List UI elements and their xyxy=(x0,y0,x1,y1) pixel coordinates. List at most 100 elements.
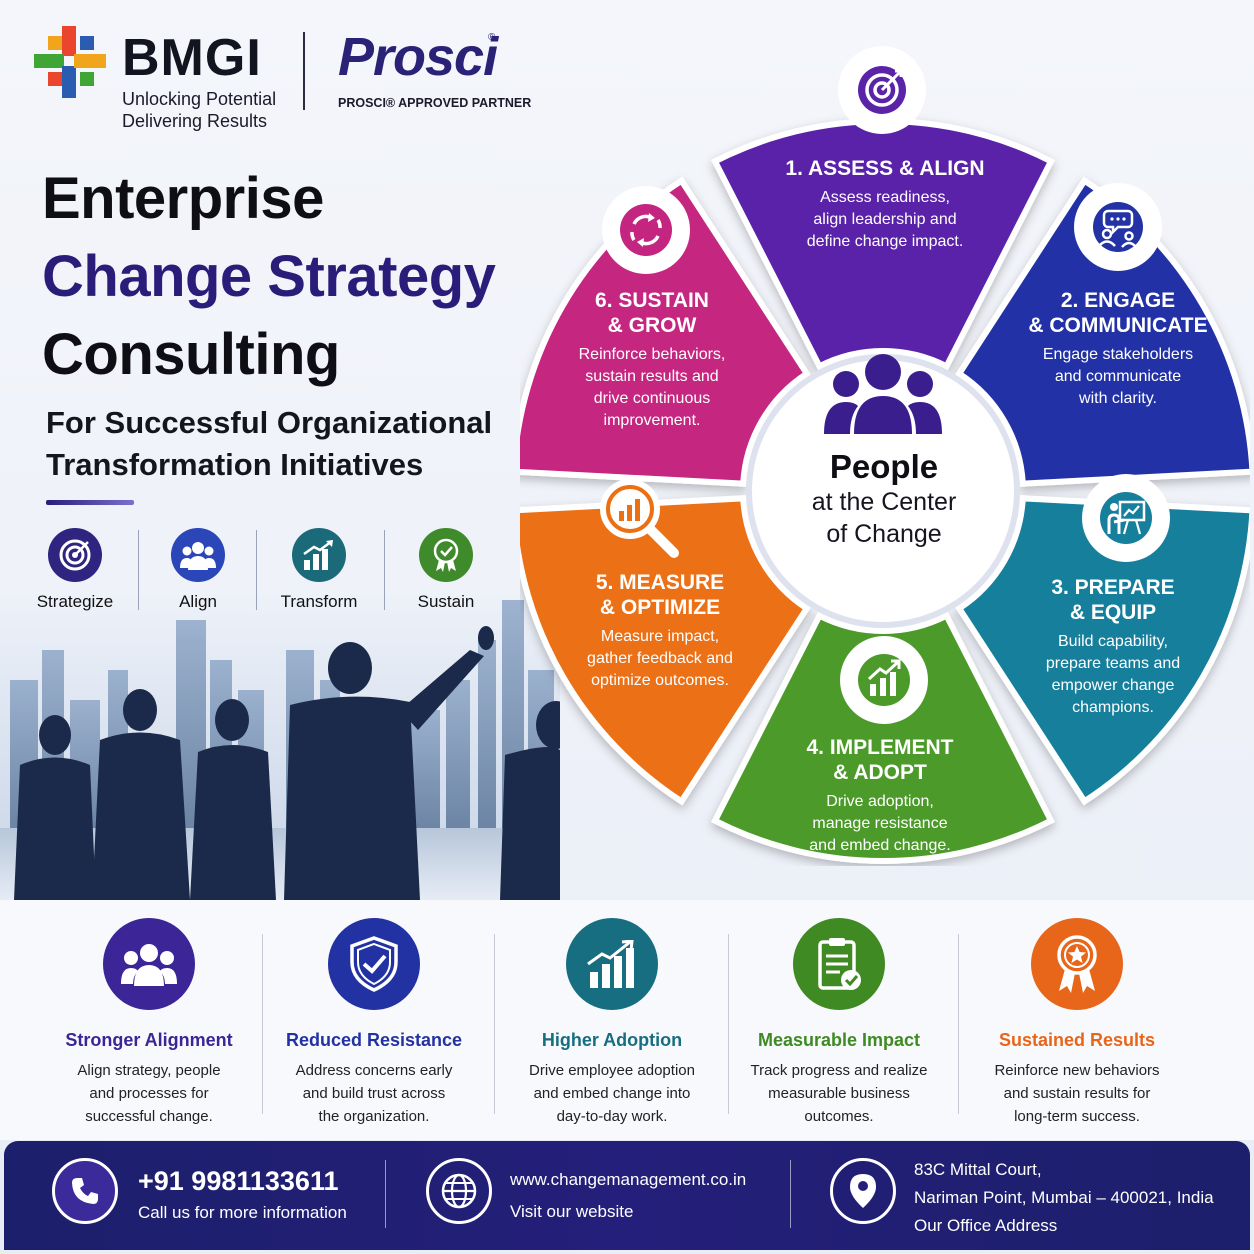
pillar-transform: Transform xyxy=(264,528,374,612)
segment-desc-line: sustain results and xyxy=(585,368,719,385)
segment-1-assess-align: 1. ASSESS & ALIGN Assess readiness, alig… xyxy=(780,156,990,253)
website-link[interactable]: www.changemanagement.co.in xyxy=(510,1170,747,1189)
benefit-reduced-resistance: Reduced Resistance Address concerns earl… xyxy=(259,918,489,1128)
globe-icon[interactable] xyxy=(426,1158,492,1224)
segment-title: 5. MEASURE xyxy=(595,571,725,594)
segment-4-implement-adopt: 4. IMPLEMENT & ADOPT Drive adoption, man… xyxy=(778,735,982,857)
segment-description: Engage stakeholders and communicate with… xyxy=(1008,344,1228,410)
segment-title: 3. PREPARE xyxy=(1051,576,1175,599)
phone-caption: Call us for more information xyxy=(138,1203,347,1222)
pillar-label: Transform xyxy=(280,592,358,611)
segment-5-measure-optimize: 5. MEASURE & OPTIMIZE Measure impact, ga… xyxy=(560,570,760,692)
bmgi-tagline: Unlocking Potential Delivering Results xyxy=(122,88,276,132)
segment-desc-line: gather feedback and xyxy=(587,650,733,667)
segment-title: & OPTIMIZE xyxy=(599,596,721,619)
wheel-segment-4 xyxy=(710,611,1056,864)
benefit-desc-line: and sustain results for xyxy=(1003,1085,1151,1102)
segment-desc-line: manage resistance xyxy=(812,815,948,832)
pillar-label: Strategize xyxy=(36,592,114,611)
benefit-desc-line: long-term success. xyxy=(1014,1108,1140,1125)
pillar-divider xyxy=(138,530,139,610)
website-contact[interactable]: www.changemanagement.co.in Visit our web… xyxy=(510,1170,746,1222)
segment-desc-line: align leadership and xyxy=(813,211,957,228)
bmgi-brand-name: BMGI xyxy=(122,29,262,87)
benefit-title: Sustained Results xyxy=(998,1030,1156,1050)
title-underline xyxy=(46,500,134,505)
segment-description: Reinforce behaviors, sustain results and… xyxy=(556,344,748,432)
hero-title-line-1: Enterprise xyxy=(42,166,324,231)
location-pin-icon[interactable] xyxy=(830,1158,896,1224)
benefit-higher-adoption: Higher Adoption Drive employee adoption … xyxy=(497,918,727,1128)
segment-desc-line: Drive adoption, xyxy=(826,793,934,810)
pillar-sustain: Sustain xyxy=(391,528,501,612)
segment-3-presentation-icon xyxy=(1082,474,1170,562)
header-divider xyxy=(303,32,305,110)
wheel-center-label: People at the Center of Change xyxy=(774,448,994,550)
segment-desc-line: Build capability, xyxy=(1058,633,1168,650)
growth-chart-icon xyxy=(566,918,658,1010)
pillar-divider xyxy=(256,530,257,610)
address-line-2: Nariman Point, Mumbai – 400021, India xyxy=(914,1188,1214,1207)
hero-title-line-3: Consulting xyxy=(42,322,340,387)
benefit-description: Reinforce new behaviors and sustain resu… xyxy=(962,1059,1192,1128)
pillar-align: Align xyxy=(143,528,253,612)
segment-desc-line: Measure impact, xyxy=(600,628,720,645)
benefit-title: Stronger Alignment xyxy=(65,1030,233,1050)
segment-desc-line: Reinforce behaviors, xyxy=(578,346,726,363)
segment-title: 4. IMPLEMENT xyxy=(806,736,954,759)
award-badge-icon xyxy=(1031,918,1123,1010)
segment-description: Build capability, prepare teams and empo… xyxy=(1018,631,1208,719)
benefit-title: Higher Adoption xyxy=(541,1030,683,1050)
benefit-sustained-results: Sustained Results Reinforce new behavior… xyxy=(962,918,1192,1128)
segment-desc-line: empower change xyxy=(1051,677,1175,694)
segment-5-analytics-icon xyxy=(594,473,682,561)
center-subtitle-line-1: at the Center xyxy=(811,488,957,516)
segment-desc-line: and embed change. xyxy=(809,837,951,854)
benefit-desc-line: Drive employee adoption xyxy=(529,1062,695,1079)
segment-description: Assess readiness, align leadership and d… xyxy=(780,187,990,253)
segment-desc-line: optimize outcomes. xyxy=(591,672,729,689)
segment-description: Measure impact, gather feedback and opti… xyxy=(560,626,760,692)
pillar-divider xyxy=(384,530,385,610)
segment-title: & COMMUNICATE xyxy=(1028,314,1208,337)
segment-6-cycle-icon xyxy=(602,186,690,274)
prosci-partner-label: PROSCI® APPROVED PARTNER xyxy=(338,96,532,110)
footer-divider xyxy=(385,1160,386,1228)
team-icon xyxy=(171,528,225,582)
segment-desc-line: define change impact. xyxy=(806,233,964,250)
benefit-desc-line: Track progress and realize xyxy=(750,1062,928,1079)
benefit-desc-line: Align strategy, people xyxy=(77,1062,221,1079)
segment-desc-line: drive continuous xyxy=(593,390,711,407)
benefit-title: Reduced Resistance xyxy=(285,1030,463,1050)
benefit-divider xyxy=(958,934,959,1114)
benefit-divider xyxy=(262,934,263,1114)
benefit-desc-line: Reinforce new behaviors xyxy=(994,1062,1160,1079)
benefit-desc-line: the organization. xyxy=(318,1108,430,1125)
segment-title: & EQUIP xyxy=(1069,601,1157,624)
pillar-label: Sustain xyxy=(417,592,475,611)
benefit-desc-line: and embed change into xyxy=(533,1085,691,1102)
target-icon xyxy=(48,528,102,582)
segment-title: & ADOPT xyxy=(833,761,927,784)
shield-check-icon xyxy=(328,918,420,1010)
phone-icon[interactable] xyxy=(52,1158,118,1224)
address-contact: 83C Mittal Court, Nariman Point, Mumbai … xyxy=(914,1160,1214,1236)
benefit-desc-line: measurable business xyxy=(768,1085,910,1102)
benefit-description: Drive employee adoption and embed change… xyxy=(497,1059,727,1128)
hero-subtitle-line-1: For Successful Organizational xyxy=(46,405,493,440)
phone-number[interactable]: +91 9981133611 xyxy=(138,1166,339,1196)
benefit-desc-line: and build trust across xyxy=(302,1085,446,1102)
segment-description: Drive adoption, manage resistance and em… xyxy=(778,791,982,857)
hero-subtitle: For Successful Organizational Transforma… xyxy=(46,402,492,486)
segment-3-prepare-equip: 3. PREPARE & EQUIP Build capability, pre… xyxy=(1018,575,1208,719)
segment-title: 6. SUSTAIN xyxy=(595,289,709,312)
contact-footer xyxy=(4,1141,1250,1250)
phone-contact[interactable]: +91 9981133611 Call us for more informat… xyxy=(138,1166,347,1223)
segment-1-target-icon xyxy=(838,46,926,134)
benefit-description: Address concerns early and build trust a… xyxy=(259,1059,489,1128)
pillar-strategize: Strategize xyxy=(20,528,130,612)
benefit-divider xyxy=(728,934,729,1114)
wheel-segment-1 xyxy=(710,118,1056,371)
benefit-description: Track progress and realize measurable bu… xyxy=(724,1059,954,1128)
segment-title: 1. ASSESS & ALIGN xyxy=(785,157,985,180)
